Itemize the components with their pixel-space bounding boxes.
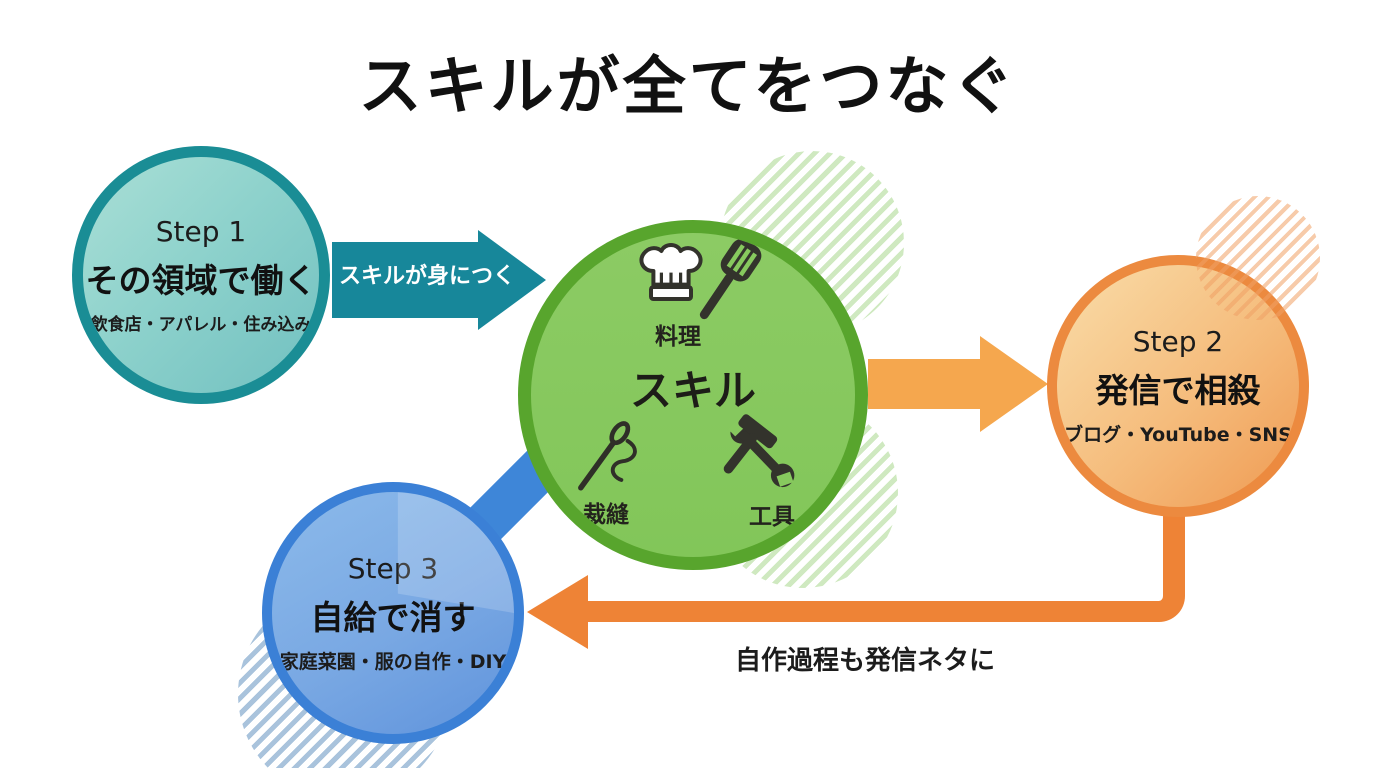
step1-label: Step 1 [155,215,247,248]
arrow-loop-back-label: 自作過程も発信ネタに [734,646,995,676]
step1-circle: Step 1 その領域で働く 飲食店・アパレル・住み込み [72,146,330,404]
arrow-step1-to-skill [332,230,546,330]
skill-label-sewing: 裁縫 [583,502,629,528]
skill-circle: 料理 スキル 裁縫 工具 [518,220,868,570]
step3-circle: Step 3 自給で消す 家庭菜園・服の自作・DIY [262,482,524,744]
hammer-wrench-icon [723,414,795,488]
needle-thread-icon [578,421,637,491]
step3-subtitle: 家庭菜園・服の自作・DIY [279,651,507,673]
page-title: スキルが全てをつなぐ [358,49,1018,123]
step2-label: Step 2 [1132,325,1224,358]
arrow-step2-to-step3-shaft [585,500,1185,622]
chef-hat-icon [639,243,703,301]
arrow-step2-to-step3-head [527,575,588,649]
spatula-icon [699,238,762,320]
skill-title: スキル [629,366,756,415]
arrow-skill-to-step2 [868,336,1048,432]
step2-subtitle: ブログ・YouTube・SNS [1064,424,1292,446]
step2-title: 発信で相殺 [1095,371,1261,410]
step1-subtitle: 飲食店・アパレル・住み込み [90,315,312,335]
skill-label-tools: 工具 [749,504,795,530]
step3-label: Step 3 [347,552,439,585]
decor-striped-circle-orange [1196,196,1320,320]
step3-title: 自給で消す [310,598,476,637]
step1-title: その領域で働く [85,261,317,300]
skill-label-cooking: 料理 [655,324,701,350]
arrow-skill-gain-label: スキルが身につく [338,264,515,289]
